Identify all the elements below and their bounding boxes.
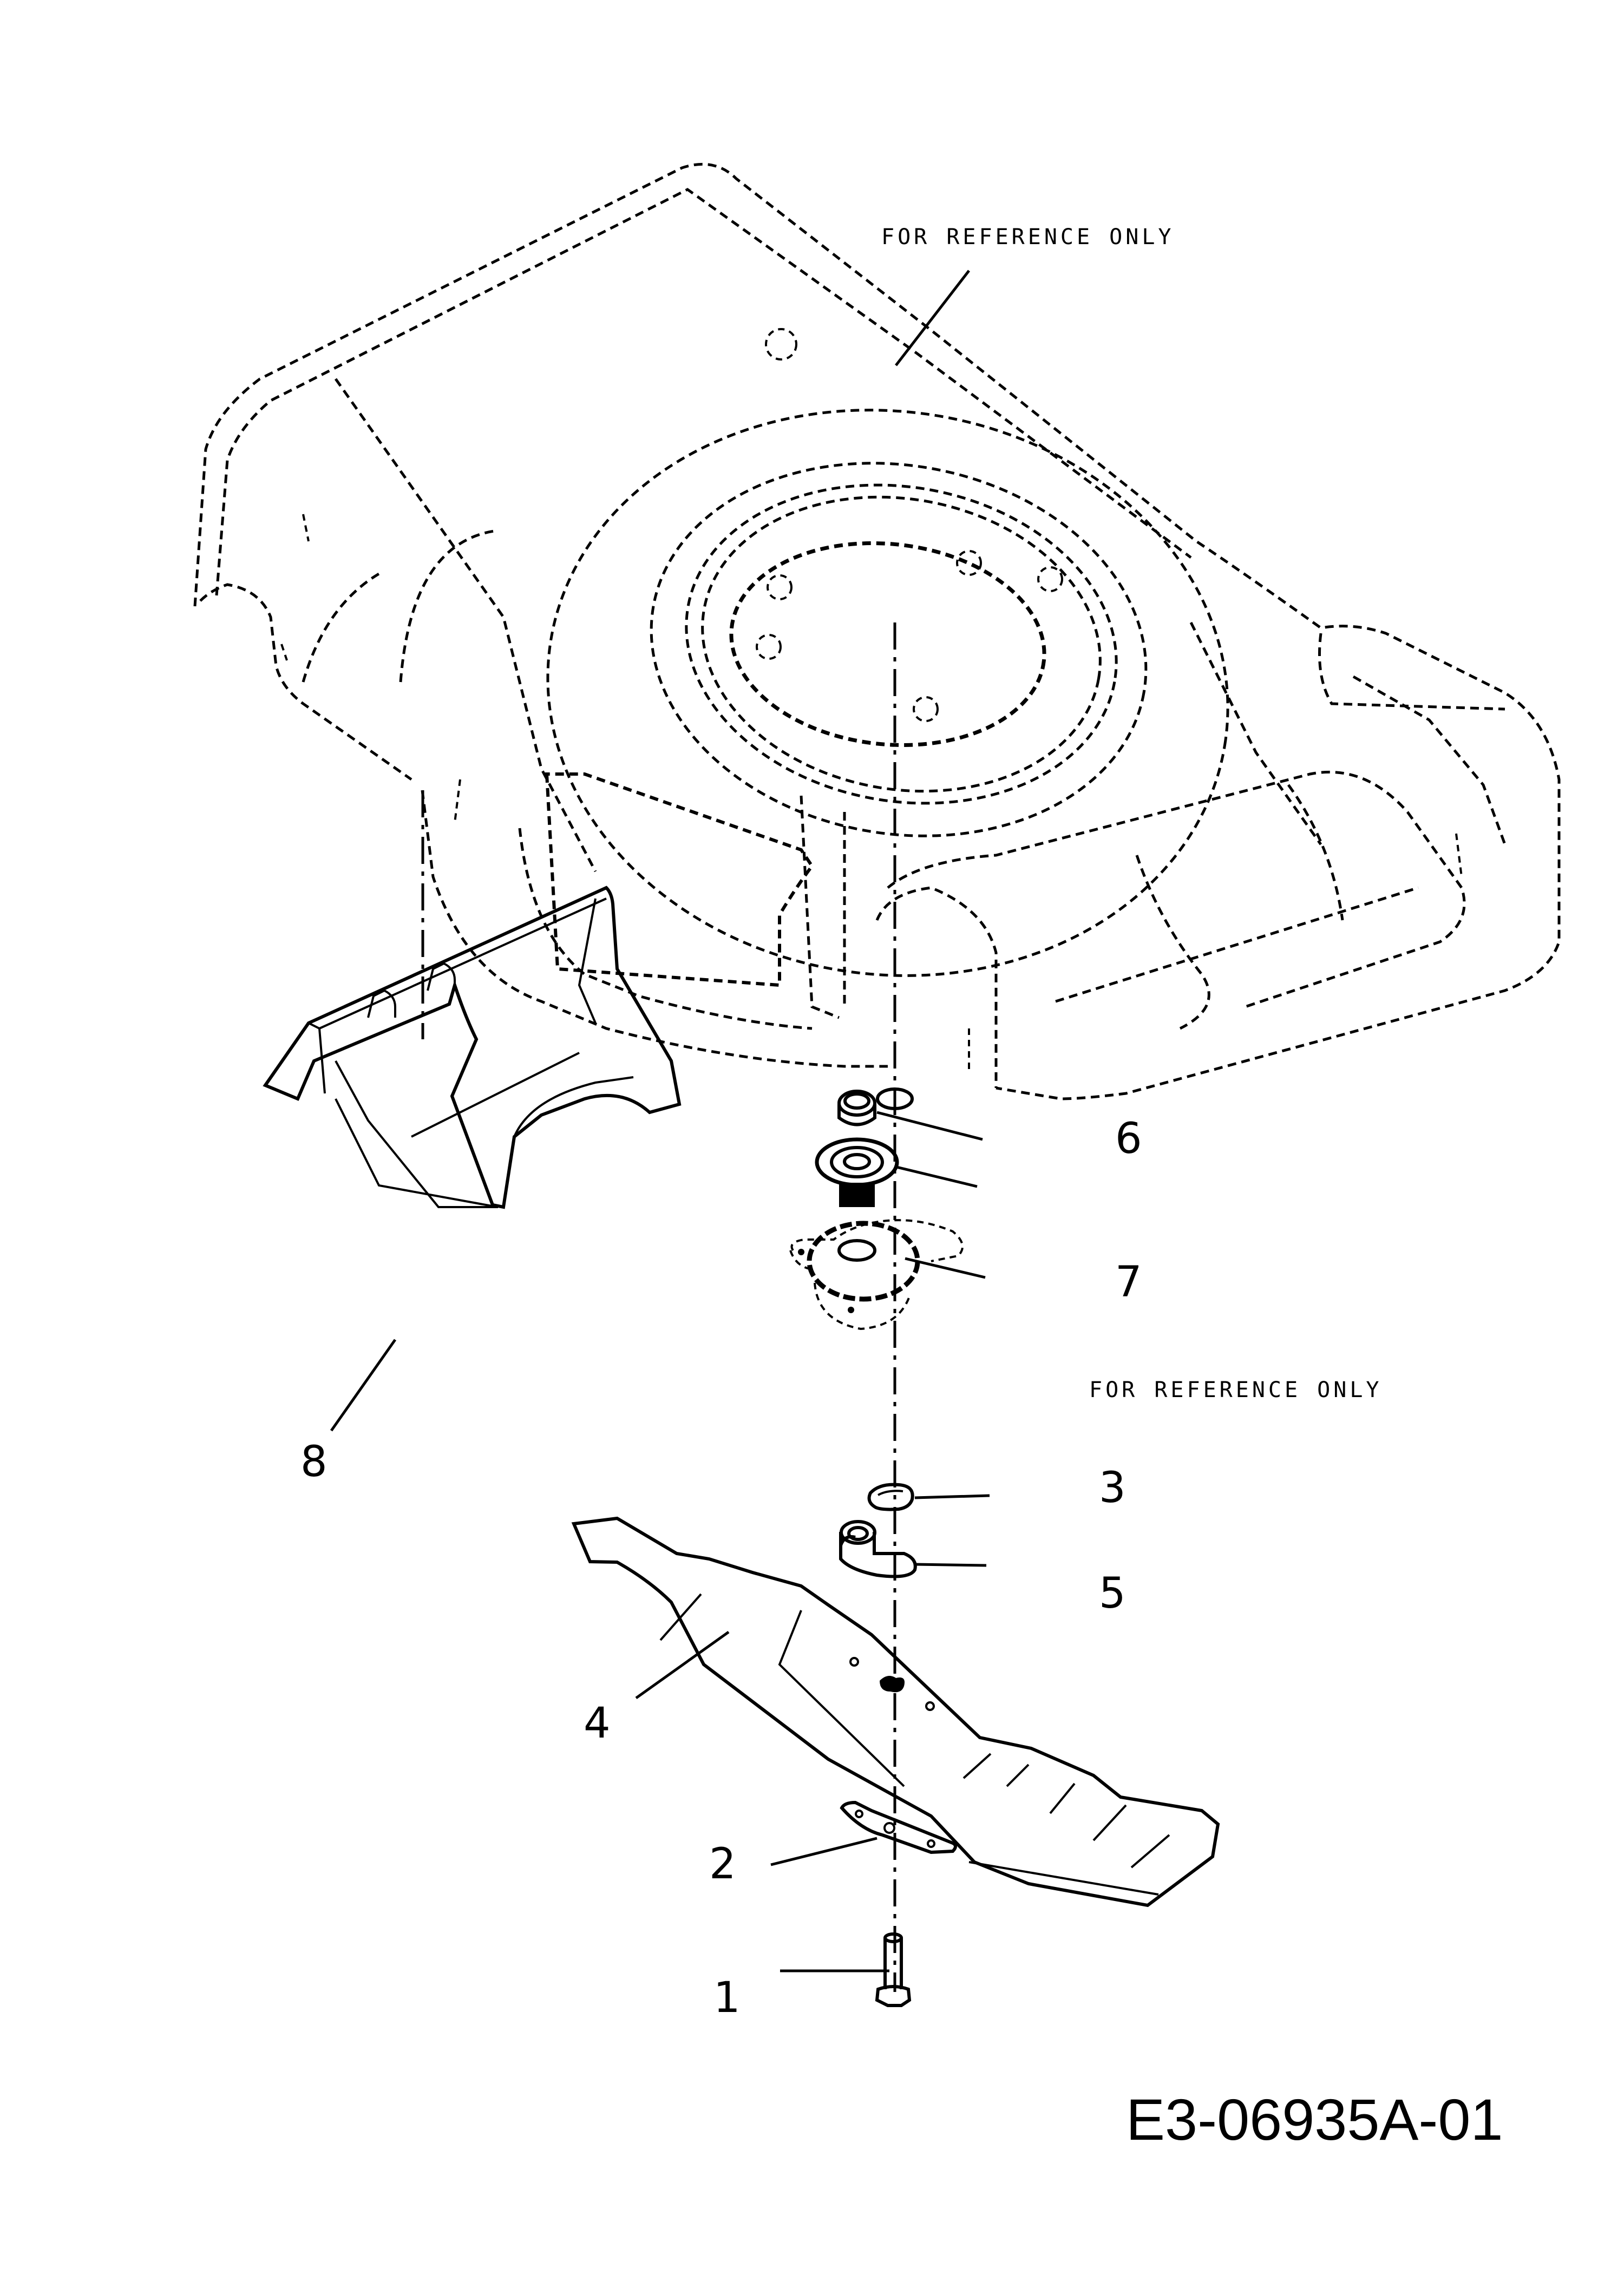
part-7-flange-bushing[interactable] [815,1137,899,1207]
part-6-bearing-ring[interactable] [876,1087,914,1110]
callout-1[interactable]: 1 [713,1974,741,2022]
part-1-blade-bolt[interactable] [875,1932,912,2007]
leader-7 [894,1165,978,1188]
callout-2[interactable]: 2 [709,1840,736,1889]
callout-8[interactable]: 8 [300,1438,328,1486]
part-5-blade-adapter[interactable] [839,1520,917,1578]
leader-4 [635,1630,730,1700]
leader-3 [914,1494,990,1499]
blade-adapter-housing-reference [789,1219,964,1330]
mower-deck-outline [193,162,1561,1100]
leader-6 [876,1111,983,1141]
leader-2 [770,1837,878,1866]
part-2-stiffener-plate[interactable] [840,1800,957,1854]
adapter-reference-note: FOR REFERENCE ONLY [1089,1378,1383,1402]
deck-reference-note: FOR REFERENCE ONLY [881,225,1175,250]
part-3-key[interactable] [867,1483,914,1511]
callout-4[interactable]: 4 [584,1699,611,1748]
part-8-mulch-deflector[interactable] [263,886,682,1209]
bearing-ring-drawing [837,1090,876,1126]
callout-6[interactable]: 6 [1115,1115,1142,1163]
leader-5 [914,1563,987,1567]
part-4-blade[interactable] [571,1516,1220,1908]
drawing-number: E3-06935A-01 [1126,2087,1503,2152]
leader-adapter-note [905,1257,986,1279]
leader-deck-note [895,270,970,366]
leader-8 [330,1339,397,1432]
callout-7[interactable]: 7 [1115,1258,1142,1307]
callout-3[interactable]: 3 [1099,1464,1126,1512]
callout-5[interactable]: 5 [1099,1569,1126,1618]
